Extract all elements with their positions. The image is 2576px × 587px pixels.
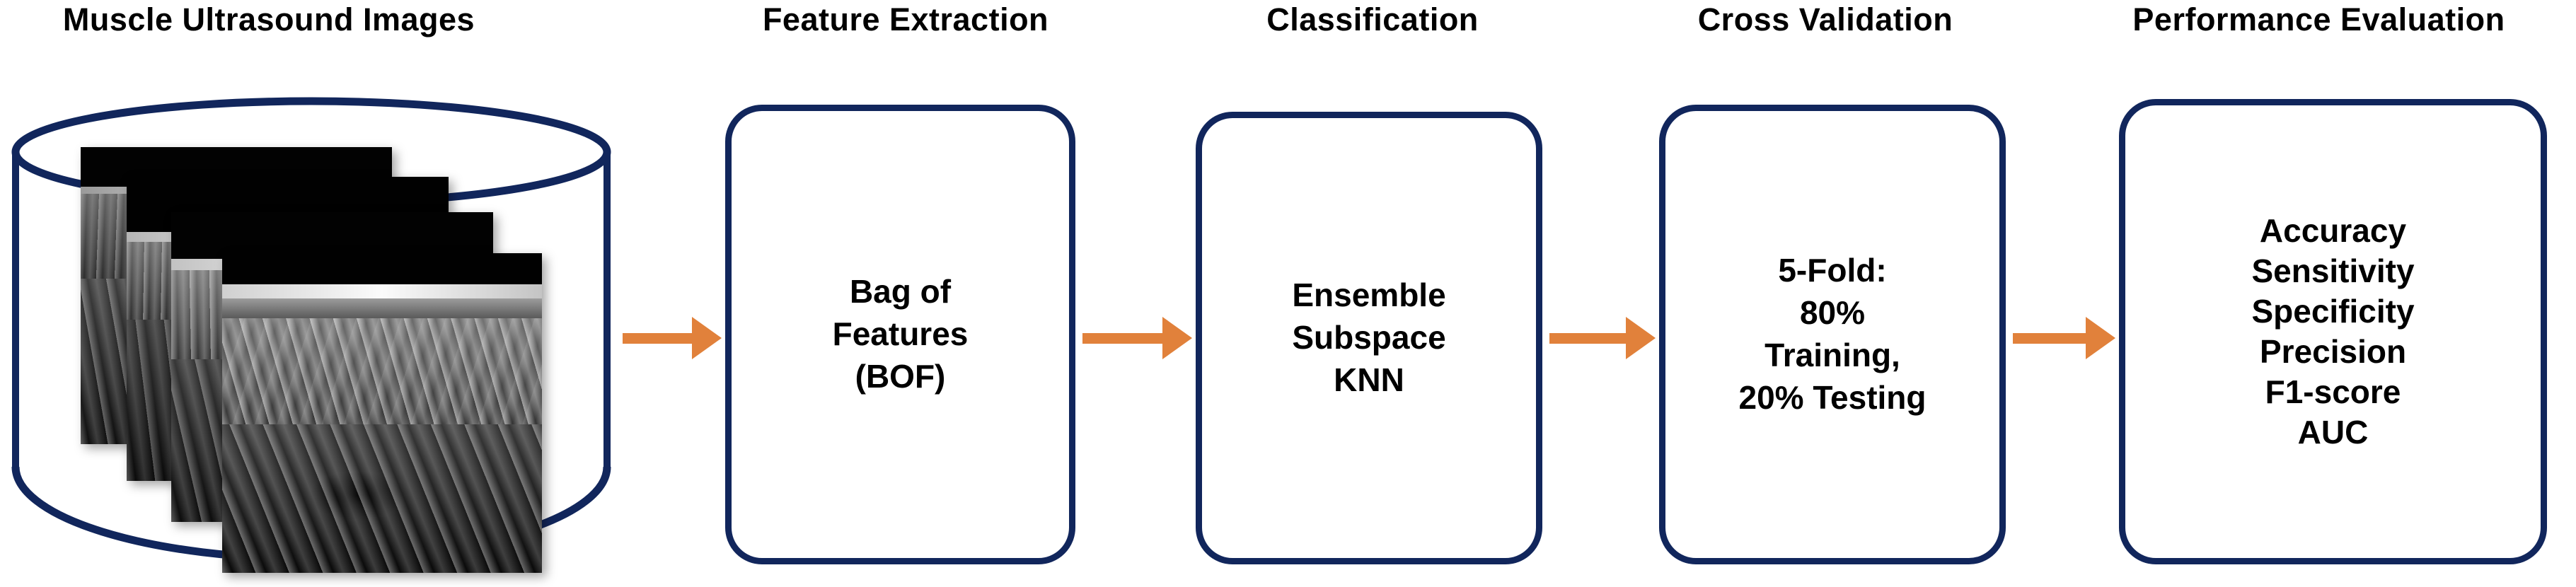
ultrasound-image-4 xyxy=(222,253,542,573)
arrow-dataset-to-feature-extraction xyxy=(623,317,722,359)
stage-title-cross-validation: Cross Validation xyxy=(1697,1,1953,37)
node-classification-label: Ensemble Subspace KNN xyxy=(1292,277,1446,398)
arrow-head-icon xyxy=(692,317,722,359)
arrow-head-icon xyxy=(2086,317,2115,359)
arrow-shaft xyxy=(1549,332,1626,344)
arrow-feature-extraction-to-classification xyxy=(1082,317,1192,359)
node-performance-evaluation-label: Accuracy Sensitivity Specificity Precisi… xyxy=(2251,211,2415,451)
arrow-cross-validation-to-performance xyxy=(2013,317,2115,359)
node-performance-evaluation[interactable]: Accuracy Sensitivity Specificity Precisi… xyxy=(2119,99,2547,564)
node-feature-extraction-label: Bag of Features (BOF) xyxy=(832,273,969,395)
stage-title-feature-extraction: Feature Extraction xyxy=(762,1,1049,37)
arrow-head-icon xyxy=(1162,317,1192,359)
stage-title-classification: Classification xyxy=(1266,1,1479,37)
dataset-cylinder[interactable] xyxy=(10,97,618,573)
node-cross-validation-label: 5-Fold: 80% Training, 20% Testing xyxy=(1738,252,1927,416)
stage-title-muscle-ultrasound-images: Muscle Ultrasound Images xyxy=(62,1,475,37)
stage-title-performance-evaluation: Performance Evaluation xyxy=(2132,1,2505,37)
arrow-shaft xyxy=(2013,332,2086,344)
arrow-shaft xyxy=(1082,332,1162,344)
node-cross-validation[interactable]: 5-Fold: 80% Training, 20% Testing xyxy=(1659,105,2006,564)
node-classification[interactable]: Ensemble Subspace KNN xyxy=(1196,112,1542,564)
arrow-shaft xyxy=(623,332,692,344)
arrow-head-icon xyxy=(1626,317,1656,359)
arrow-classification-to-cross-validation xyxy=(1549,317,1656,359)
node-feature-extraction[interactable]: Bag of Features (BOF) xyxy=(725,105,1075,564)
